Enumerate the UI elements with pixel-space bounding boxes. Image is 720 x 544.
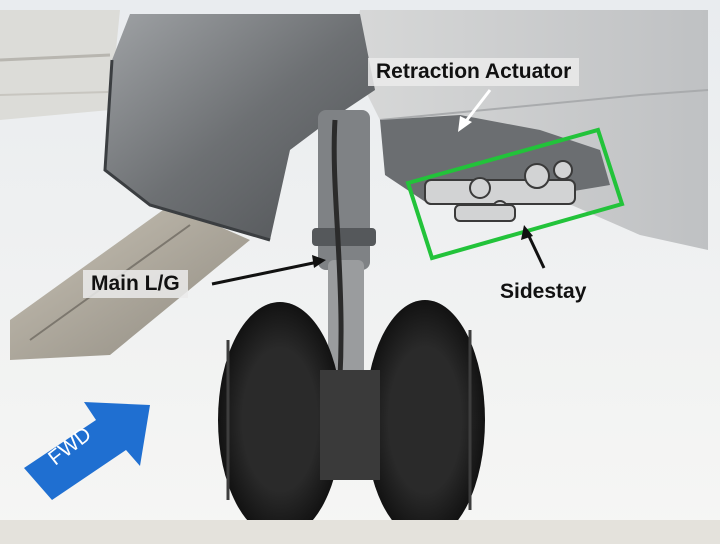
fuselage-line-2	[0, 91, 109, 96]
sidestay-arrow	[521, 225, 546, 269]
strut-collar	[312, 228, 376, 246]
fuselage-edge	[0, 10, 120, 120]
fuselage-line	[0, 53, 111, 62]
gear-door	[105, 14, 375, 240]
axle-hub	[320, 370, 380, 480]
main-lg-arrow	[211, 255, 326, 286]
ground	[0, 520, 720, 544]
retraction-arrow	[458, 89, 492, 132]
wing-panel-line	[379, 89, 709, 121]
retraction-actuator-label: Retraction Actuator	[368, 58, 580, 86]
fwd-arrow	[24, 402, 150, 500]
tire-right	[365, 300, 485, 540]
sidestay-highlight-box	[405, 127, 625, 261]
sidestay-linkage	[424, 160, 576, 222]
gear-door-edge	[103, 59, 271, 242]
main-lg-label: Main L/G	[83, 270, 188, 298]
sidestay-label: Sidestay	[500, 280, 587, 303]
tire-left	[218, 302, 342, 538]
